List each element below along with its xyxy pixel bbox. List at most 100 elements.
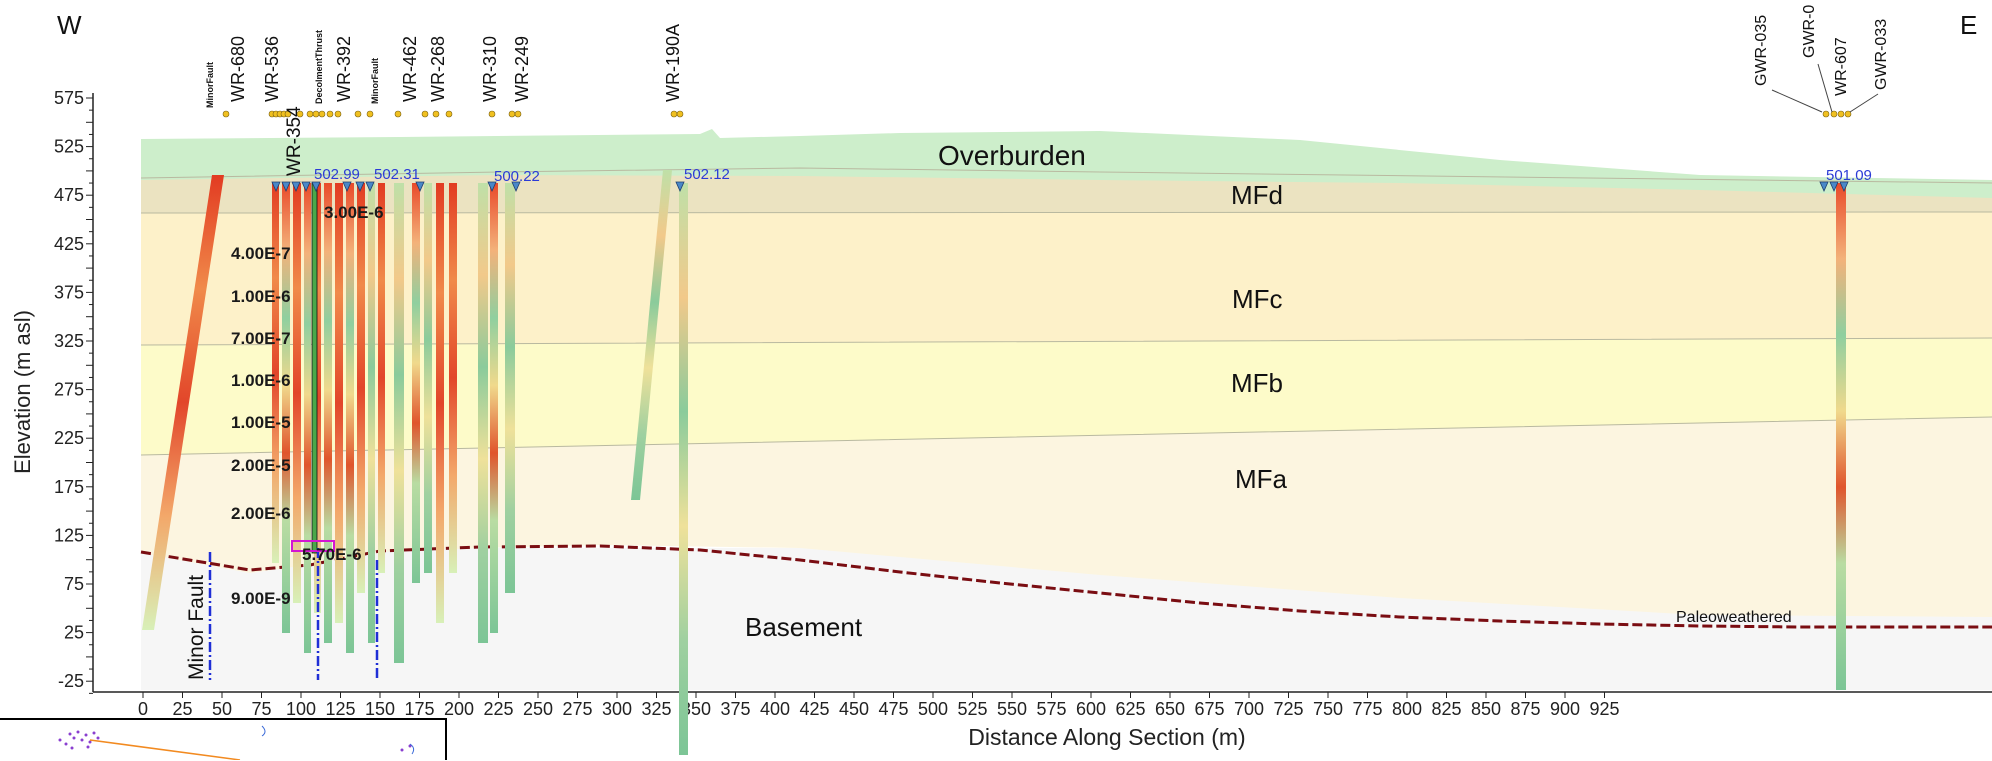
well-label: WR-536 (262, 36, 282, 102)
x-tick-label: 550 (997, 699, 1027, 719)
well-label: GWR-033 (1873, 19, 1890, 90)
unit-label-mfa: MFa (1235, 464, 1288, 494)
well-log (679, 183, 688, 755)
x-tick-label: 925 (1589, 699, 1619, 719)
water-level-label: 501.09 (1826, 167, 1872, 184)
x-tick-label: 475 (878, 699, 908, 719)
well-label: WR-607 (1833, 37, 1850, 96)
well-log (368, 183, 375, 643)
y-tick-label: 175 (54, 477, 84, 497)
well-label: WR-392 (334, 36, 354, 102)
well-log-inclined-west (142, 175, 224, 630)
x-tick-label: 400 (760, 699, 790, 719)
unit-label-overburden: Overburden (938, 140, 1086, 171)
inset-well-points (58, 730, 412, 752)
well-log (436, 183, 444, 623)
x-tick-label: 300 (602, 699, 632, 719)
conductivity-label: 5.70E-6 (302, 545, 362, 564)
mfc-layer (141, 212, 1992, 345)
x-tick-label: 825 (1431, 699, 1461, 719)
x-tick-label: 700 (1234, 699, 1264, 719)
x-tick-label: 575 (1036, 699, 1066, 719)
mfb-layer (141, 338, 1992, 455)
well-log (324, 183, 332, 643)
y-tick-label: 375 (54, 282, 84, 302)
y-tick-label: 75 (64, 574, 84, 594)
well-label: MinorFault (205, 62, 215, 108)
well-log (304, 183, 311, 653)
well-log (357, 183, 365, 593)
x-tick-label: 900 (1550, 699, 1580, 719)
well-log (335, 183, 343, 623)
x-tick-label: 250 (523, 699, 553, 719)
well-log (293, 183, 301, 603)
conductivity-label: 2.00E-6 (231, 504, 291, 523)
well-label: WR-249 (512, 36, 532, 102)
well-label: GWR-035 (1753, 15, 1770, 86)
x-tick-label: 100 (286, 699, 316, 719)
packer-marker (291, 540, 335, 552)
well-top-markers (222, 110, 1852, 118)
x-tick-label: 525 (957, 699, 987, 719)
well-label: WR-462 (400, 36, 420, 102)
conductivity-label: 1.00E-6 (231, 287, 291, 306)
well-log (1836, 183, 1846, 690)
axes-frame (92, 93, 1992, 693)
water-level-markers (271, 181, 1849, 192)
well-name-labels: MinorFault WR-680 WR-536 DecolmentThrust… (205, 5, 1890, 108)
unit-labels: Overburden MFd MFc MFb MFa Basement Pale… (745, 140, 1792, 642)
layer-contacts (140, 167, 1992, 456)
x-tick-label: 200 (444, 699, 474, 719)
conductivity-label: 3.00E-6 (324, 203, 384, 222)
x-tick-label: 850 (1471, 699, 1501, 719)
x-axis-label: Distance Along Section (m) (968, 724, 1245, 750)
unit-label-basement: Basement (745, 612, 863, 642)
well-log (394, 183, 404, 663)
well-log (449, 183, 457, 573)
unit-label-mfc: MFc (1232, 284, 1283, 314)
well-log (314, 183, 321, 613)
x-tick-label: 650 (1155, 699, 1185, 719)
well-log (478, 183, 488, 643)
x-tick-label: 450 (839, 699, 869, 719)
west-label: W (57, 10, 82, 40)
unit-label-mfb: MFb (1231, 368, 1283, 398)
x-tick-label: 425 (799, 699, 829, 719)
x-tick-label: 175 (404, 699, 434, 719)
x-tick-label: 500 (918, 699, 948, 719)
x-tick-label: 600 (1076, 699, 1106, 719)
water-level-label: 502.12 (684, 166, 730, 183)
y-tick-label: 475 (54, 185, 84, 205)
y-tick-label: 275 (54, 380, 84, 400)
conductivity-label: 2.00E-5 (231, 456, 291, 475)
east-label: E (1960, 10, 1978, 40)
unit-label-mfd: MFd (1231, 180, 1283, 210)
x-tick-label: 325 (641, 699, 671, 719)
x-tick-label: 50 (212, 699, 232, 719)
x-tick-label: 75 (251, 699, 271, 719)
well-log (378, 183, 385, 573)
well-log (272, 183, 279, 563)
x-tick-label: 225 (483, 699, 513, 719)
y-axis-label: Elevation (m asl) (10, 310, 35, 474)
fault-lines (208, 548, 379, 680)
well-label: WR-190A (663, 24, 683, 102)
location-inset-map (0, 718, 447, 760)
conductivity-label: 1.00E-5 (231, 413, 291, 432)
y-tick-label: 325 (54, 331, 84, 351)
well-log (490, 183, 498, 633)
conductivity-label: 1.00E-6 (231, 371, 291, 390)
x-tick-label: 125 (325, 699, 355, 719)
y-tick-label: 225 (54, 428, 84, 448)
inset-map-svg (58, 725, 415, 760)
x-tick-label: 150 (365, 699, 395, 719)
geologic-layers (140, 129, 1992, 690)
x-tick-label: 875 (1510, 699, 1540, 719)
mfa-layer (141, 417, 1992, 617)
vertical-well-logs (272, 182, 1846, 755)
y-tick-label: 125 (54, 525, 84, 545)
